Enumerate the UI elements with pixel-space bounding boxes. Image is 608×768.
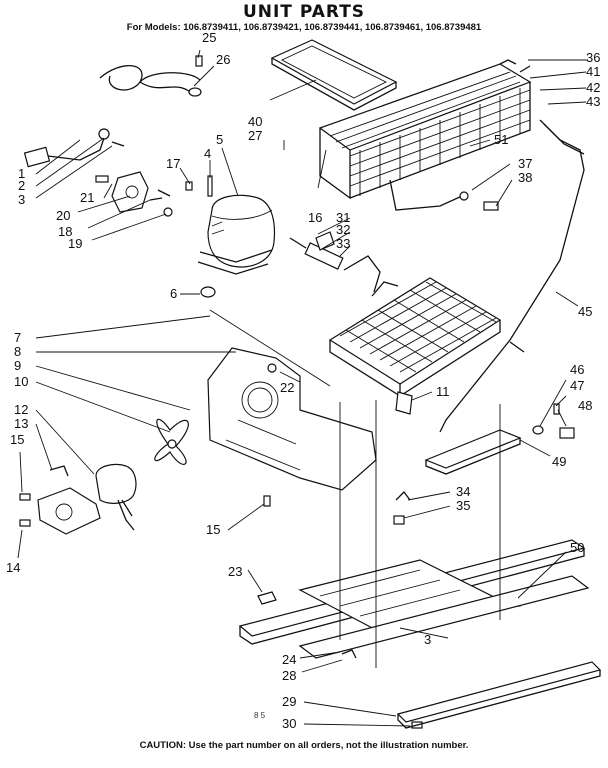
callout-12: 12 (14, 402, 28, 417)
drain-trough (424, 429, 522, 475)
callout-46: 46 (570, 362, 584, 377)
callout-18: 18 (58, 224, 72, 239)
callout-6: 6 (170, 286, 177, 301)
callout-22: 22 (280, 380, 294, 395)
callout-50: 50 (570, 540, 584, 555)
callout-23: 23 (228, 564, 242, 579)
callout-48: 48 (578, 398, 592, 413)
callout-19: 19 (68, 236, 82, 251)
callout-28: 28 (282, 668, 296, 683)
base-frame (238, 539, 602, 729)
callout-38: 38 (518, 170, 532, 185)
condenser-coil (318, 59, 532, 200)
callout-42: 42 (586, 80, 600, 95)
callout-36: 36 (586, 50, 600, 65)
page-title: UNIT PARTS (242, 2, 366, 22)
dryer-filter (389, 179, 499, 211)
callout-32: 32 (336, 222, 350, 237)
callout-45: 45 (578, 304, 592, 319)
compressor (185, 175, 276, 275)
callout-numbers: 1 2 3 3 4 5 6 7 8 9 10 11 12 13 14 15 15… (6, 30, 600, 731)
callout-27: 27 (248, 128, 262, 143)
callout-7: 7 (14, 330, 21, 345)
callout-40: 40 (248, 114, 262, 129)
sensor-parts (509, 341, 575, 439)
callout-33: 33 (336, 236, 350, 251)
caution-note: CAUTION: Use the part number on all orde… (139, 740, 469, 751)
callout-49: 49 (552, 454, 566, 469)
callout-3b: 3 (424, 632, 431, 647)
callout-11: 11 (436, 384, 450, 399)
callout-37: 37 (518, 156, 532, 171)
power-cord (99, 55, 203, 97)
callout-16: 16 (308, 210, 322, 225)
grommet (200, 286, 216, 298)
callout-9: 9 (14, 358, 21, 373)
callout-1: 1 (18, 166, 25, 181)
relay-overload (95, 171, 173, 217)
callout-26: 26 (216, 52, 230, 67)
callout-5: 5 (216, 132, 223, 147)
callout-15: 15 (10, 432, 24, 447)
model-list: For Models: 106.8739411, 106.8739421, 10… (126, 22, 482, 33)
callout-30: 30 (282, 716, 296, 731)
callout-14: 14 (6, 560, 20, 575)
callout-24: 24 (282, 652, 296, 667)
evaporator-coil (328, 277, 502, 398)
callout-47: 47 (570, 378, 584, 393)
clip (395, 391, 413, 415)
callout-2: 2 (18, 178, 25, 193)
leader-lines (17, 49, 588, 727)
callout-51: 51 (494, 132, 508, 147)
callout-29: 29 (282, 694, 296, 709)
callout-35: 35 (456, 498, 470, 513)
callout-20: 20 (56, 208, 70, 223)
callout-4: 4 (204, 146, 211, 161)
callout-13: 13 (14, 416, 28, 431)
callout-8: 8 (14, 344, 21, 359)
plug-assembly (23, 128, 125, 168)
drain-pan (270, 39, 398, 111)
callout-21: 21 (80, 190, 94, 205)
callout-43: 43 (586, 94, 600, 109)
fan-motor (19, 463, 137, 535)
callout-15b: 15 (206, 522, 220, 537)
callout-41: 41 (586, 64, 600, 79)
spacers (393, 491, 411, 525)
callout-34: 34 (456, 484, 470, 499)
fan-blade (154, 418, 189, 465)
callout-31: 31 (336, 210, 350, 225)
capillary-tube (439, 119, 585, 433)
drier (289, 231, 381, 293)
callout-25: 25 (202, 30, 216, 45)
assembly-guides (209, 309, 501, 668)
fan-shroud (207, 347, 377, 491)
callout-3: 3 (18, 192, 25, 207)
corner-mark: 8 5 (254, 711, 266, 720)
callout-17: 17 (166, 156, 180, 171)
callout-10: 10 (14, 374, 28, 389)
